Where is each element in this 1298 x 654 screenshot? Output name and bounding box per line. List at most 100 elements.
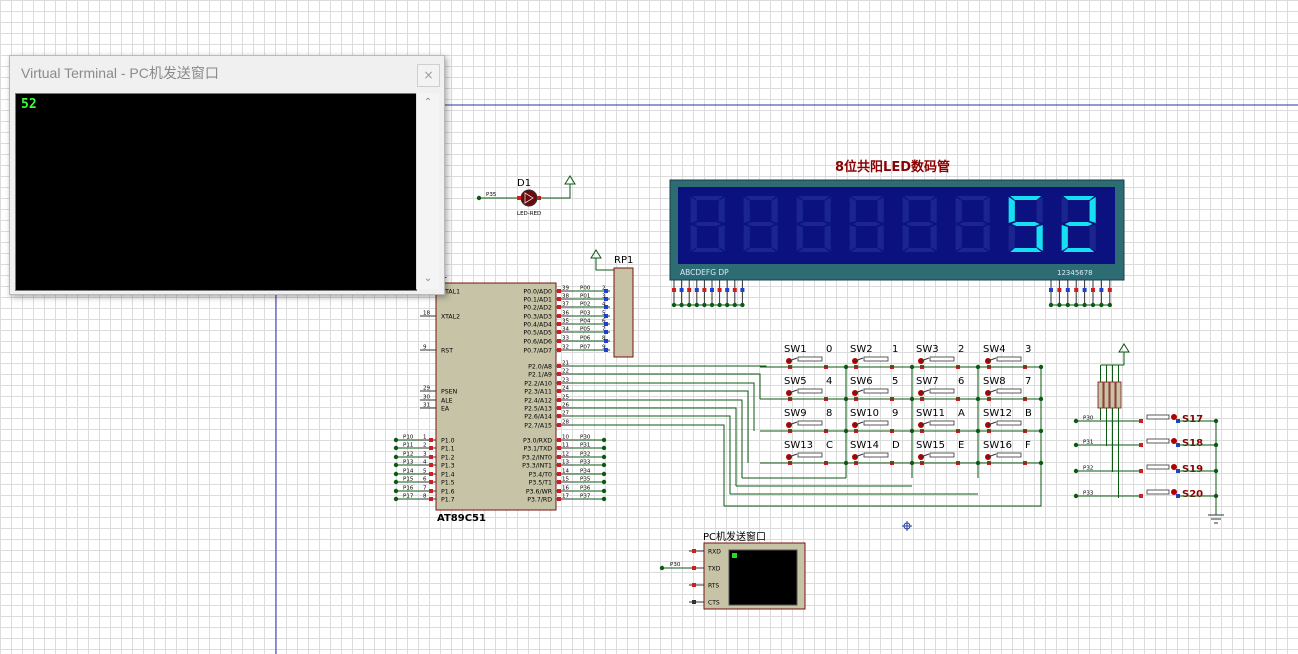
button-ref: S18 bbox=[1182, 438, 1203, 449]
display-digit bbox=[690, 196, 725, 252]
segment-e bbox=[743, 225, 750, 251]
pc-pin-name: CTS bbox=[708, 600, 720, 607]
mcu-pin-number: 32 bbox=[562, 345, 569, 351]
segment-f bbox=[743, 197, 750, 223]
rp-pin-marker bbox=[604, 330, 608, 334]
display-digit bbox=[849, 196, 884, 252]
switch-key-label: 1 bbox=[892, 344, 898, 355]
junction-dot bbox=[393, 445, 399, 451]
junction-dot bbox=[393, 479, 399, 485]
mcu-pin-number: 37 bbox=[562, 302, 569, 308]
mcu-pin-number: 17 bbox=[562, 494, 569, 500]
switch-actuator bbox=[797, 452, 823, 458]
mcu-pin-name: P3.1/TXD bbox=[524, 446, 553, 453]
mcu-pin-number: 22 bbox=[562, 369, 569, 375]
mcu-pin-marker bbox=[429, 463, 433, 467]
ground-icon bbox=[1208, 514, 1224, 524]
switch-lever bbox=[920, 389, 930, 394]
segment-c bbox=[877, 225, 884, 251]
virtual-terminal-window[interactable]: Virtual Terminal - PC机发送窗口 × 52 ⌃ ⌄ bbox=[9, 55, 445, 295]
mcu-pin-marker bbox=[557, 463, 561, 467]
junction-dot bbox=[601, 496, 607, 502]
pullup-resistor bbox=[1115, 381, 1122, 409]
pin-marker bbox=[692, 600, 696, 604]
display-digit bbox=[1061, 196, 1096, 252]
rp-pin-number: 3 bbox=[602, 294, 606, 300]
mcu-pin-number: 11 bbox=[562, 443, 569, 449]
button-actuator bbox=[1146, 438, 1170, 444]
keypad-switch[interactable]: SW6 5 bbox=[850, 376, 898, 401]
mcu-at89c51[interactable]: 1AT89C51XTAL119XTAL218RST9PSEN29ALE30EA3… bbox=[393, 270, 610, 524]
close-button[interactable]: × bbox=[417, 64, 440, 87]
vertical-scrollbar[interactable]: ⌃ ⌄ bbox=[416, 93, 439, 289]
display-digit bbox=[955, 196, 990, 252]
switch-lever bbox=[987, 389, 997, 394]
scroll-up-button[interactable]: ⌃ bbox=[417, 95, 439, 111]
mcu-pin-name: P1.5 bbox=[441, 480, 455, 487]
rp1-body[interactable] bbox=[613, 267, 634, 358]
junction-dot bbox=[1073, 468, 1079, 474]
junction-dot bbox=[843, 460, 849, 466]
mcu-pin-marker bbox=[429, 489, 433, 493]
switch-actuator bbox=[863, 388, 889, 394]
mcu-body[interactable] bbox=[435, 282, 557, 511]
pc-terminal-screen bbox=[728, 549, 798, 606]
rp-pin-marker bbox=[604, 289, 608, 293]
display-pin-marker bbox=[672, 288, 676, 292]
switch-lever bbox=[788, 357, 798, 362]
mcu-pin-marker bbox=[557, 438, 561, 442]
switch-key-label: 8 bbox=[826, 408, 832, 419]
switch-ref: SW5 bbox=[784, 376, 807, 387]
display-pin-marker bbox=[740, 288, 745, 292]
segment-a bbox=[692, 196, 724, 200]
mcu-pin-name: XTAL2 bbox=[441, 314, 460, 321]
switch-ref: SW6 bbox=[850, 376, 873, 387]
display-digit bbox=[796, 196, 831, 252]
mcu-pin-number: 12 bbox=[562, 452, 569, 458]
mcu-pin-name: P0.6/AD6 bbox=[523, 339, 552, 346]
mcu-pin-name: ALE bbox=[441, 398, 453, 405]
switch-key-label: 5 bbox=[892, 376, 898, 387]
net-label: P10 bbox=[403, 435, 414, 441]
mcu-pin-name: P2.6/A14 bbox=[524, 414, 552, 421]
terminal-screen[interactable]: 52 bbox=[15, 93, 417, 291]
segment-e bbox=[849, 225, 856, 251]
mcu-pin-marker bbox=[557, 398, 561, 402]
led-body[interactable] bbox=[520, 189, 538, 207]
mcu-pin-number: 35 bbox=[562, 319, 569, 325]
mcu-pin-name: P3.2/INT0 bbox=[522, 455, 552, 462]
pullup-resistor bbox=[1097, 381, 1104, 409]
junction-dot bbox=[601, 479, 607, 485]
segment-g bbox=[1011, 222, 1040, 226]
scroll-down-button[interactable]: ⌄ bbox=[417, 271, 439, 287]
switch-actuator bbox=[797, 420, 823, 426]
close-icon: × bbox=[423, 68, 434, 82]
junction-dot bbox=[975, 428, 981, 434]
mcu-pin-marker bbox=[557, 314, 561, 318]
